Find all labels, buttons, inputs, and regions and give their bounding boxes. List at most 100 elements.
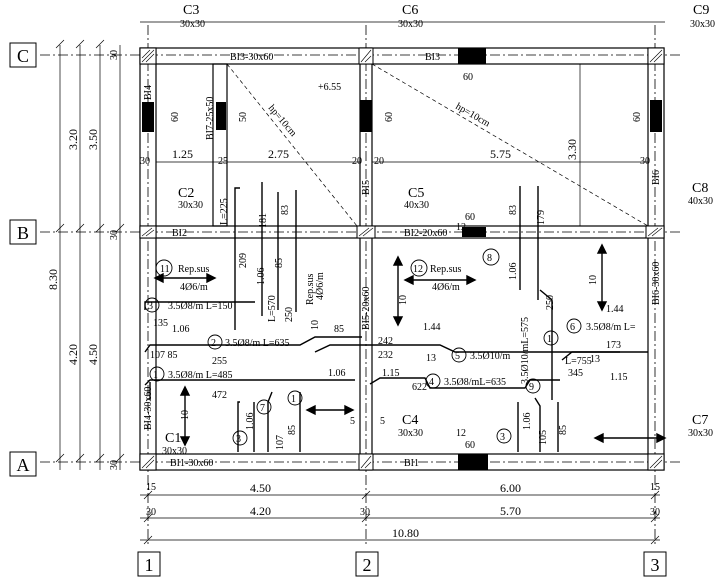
svg-text:5.70: 5.70 (500, 504, 521, 518)
svg-text:BI2-20x60: BI2-20x60 (404, 228, 447, 239)
svg-text:3.50: 3.50 (86, 129, 100, 150)
svg-text:C5: C5 (408, 186, 424, 201)
svg-text:1: 1 (547, 334, 552, 345)
svg-text:1: 1 (145, 555, 154, 575)
svg-text:B: B (17, 223, 29, 243)
svg-text:BI1: BI1 (404, 458, 419, 469)
svg-text:255: 255 (212, 356, 227, 367)
svg-text:BI4-30x60: BI4-30x60 (143, 387, 154, 430)
svg-text:BI4: BI4 (143, 85, 154, 100)
svg-text:30: 30 (650, 507, 660, 518)
svg-text:BI7-25x50: BI7-25x50 (205, 97, 216, 140)
svg-text:BI5: BI5 (361, 180, 372, 195)
svg-text:1: 1 (291, 394, 296, 405)
slab-diagonals (226, 63, 649, 227)
svg-text:12: 12 (456, 222, 466, 233)
svg-text:3.5Ø10/mL=575: 3.5Ø10/mL=575 (520, 317, 531, 384)
svg-text:2: 2 (211, 338, 216, 349)
rebar-markers (144, 248, 582, 446)
svg-text:12: 12 (413, 264, 423, 275)
svg-text:C8: C8 (692, 181, 708, 196)
dimension-lines (55, 21, 665, 545)
svg-text:3.20: 3.20 (66, 129, 80, 150)
axis-label-B: B (9, 219, 37, 245)
svg-text:60: 60 (384, 112, 395, 122)
axis-label-C: C (9, 42, 37, 68)
svg-text:85: 85 (287, 425, 298, 435)
svg-text:10: 10 (398, 295, 409, 305)
axis-label-2: 2 (355, 551, 379, 577)
svg-text:5: 5 (380, 416, 385, 427)
svg-text:25: 25 (218, 156, 228, 167)
svg-text:6: 6 (570, 322, 575, 333)
svg-text:L=755: L=755 (565, 356, 592, 367)
svg-text:30: 30 (109, 230, 120, 240)
svg-text:1.44: 1.44 (606, 304, 624, 315)
svg-text:C9: C9 (693, 3, 709, 18)
svg-text:60: 60 (170, 112, 181, 122)
svg-text:173: 173 (606, 340, 621, 351)
svg-text:4Ø6/m: 4Ø6/m (315, 272, 326, 300)
svg-text:107 85: 107 85 (150, 350, 178, 361)
svg-text:40x30: 40x30 (404, 200, 429, 211)
svg-text:3.5Ø8/m L=150: 3.5Ø8/m L=150 (168, 301, 233, 312)
svg-text:10.80: 10.80 (392, 526, 419, 540)
svg-text:135: 135 (153, 318, 168, 329)
svg-text:3: 3 (148, 301, 153, 312)
svg-text:60: 60 (465, 440, 475, 451)
svg-text:BI3-30x60: BI3-30x60 (230, 52, 273, 63)
misc-numbers: 135 1.06 107 85 255 85 242 232 1.44 1.44… (140, 72, 650, 451)
svg-text:1.06: 1.06 (522, 413, 533, 431)
svg-text:85: 85 (558, 425, 569, 435)
svg-text:1: 1 (153, 370, 158, 381)
svg-text:Rep.sus: Rep.sus (305, 274, 316, 306)
svg-text:C4: C4 (402, 413, 418, 428)
svg-text:30x30: 30x30 (178, 200, 203, 211)
svg-text:179: 179 (536, 210, 547, 225)
svg-text:60: 60 (632, 112, 643, 122)
svg-text:7: 7 (260, 403, 265, 414)
svg-text:3: 3 (236, 434, 241, 445)
svg-text:622: 622 (412, 382, 427, 393)
svg-text:1.06: 1.06 (328, 368, 346, 379)
svg-text:1.06: 1.06 (245, 413, 256, 431)
svg-text:10: 10 (310, 320, 321, 330)
svg-text:8: 8 (487, 253, 492, 264)
rebars (144, 182, 648, 452)
axis-label-1: 1 (137, 551, 161, 577)
svg-text:3.5Ø8/m L=: 3.5Ø8/m L= (586, 322, 636, 333)
span-dimensions: 1.25 2.75 5.75 3.30 (172, 139, 579, 161)
svg-text:85: 85 (334, 324, 344, 335)
svg-text:83: 83 (508, 205, 519, 215)
svg-text:30x30: 30x30 (180, 19, 205, 30)
svg-text:15: 15 (650, 482, 660, 493)
svg-text:3: 3 (500, 432, 505, 443)
bottom-dimensions: 4.50 6.00 4.20 5.70 10.80 30 30 30 15 15 (146, 481, 660, 540)
svg-text:83: 83 (280, 205, 291, 215)
svg-text:13: 13 (426, 353, 436, 364)
svg-text:30x30: 30x30 (398, 428, 423, 439)
axis-label-3: 3 (643, 551, 667, 577)
column-hatch (141, 49, 663, 469)
svg-text:15: 15 (146, 482, 156, 493)
svg-text:hp=10cm: hp=10cm (266, 103, 299, 139)
svg-text:C3: C3 (183, 3, 199, 18)
svg-text:L=570: L=570 (267, 295, 278, 322)
svg-text:20: 20 (352, 156, 362, 167)
slab-notes: hp=10cm hp=10cm +6.55 (266, 82, 492, 139)
svg-text:12: 12 (456, 428, 466, 439)
svg-text:30: 30 (109, 50, 120, 60)
svg-text:1.15: 1.15 (610, 372, 628, 383)
svg-text:6.00: 6.00 (500, 481, 521, 495)
svg-text:1.06: 1.06 (172, 324, 190, 335)
svg-text:C2: C2 (178, 186, 194, 201)
svg-text:3.5Ø8/mL=635: 3.5Ø8/mL=635 (444, 377, 506, 388)
svg-text:30x30: 30x30 (398, 19, 423, 30)
svg-text:4: 4 (429, 377, 434, 388)
svg-text:105: 105 (538, 430, 549, 445)
svg-text:30: 30 (109, 460, 120, 470)
svg-text:4Ø6/m: 4Ø6/m (180, 282, 208, 293)
svg-text:1.44: 1.44 (423, 322, 441, 333)
svg-text:+6.55: +6.55 (318, 82, 341, 93)
openings (142, 48, 662, 470)
